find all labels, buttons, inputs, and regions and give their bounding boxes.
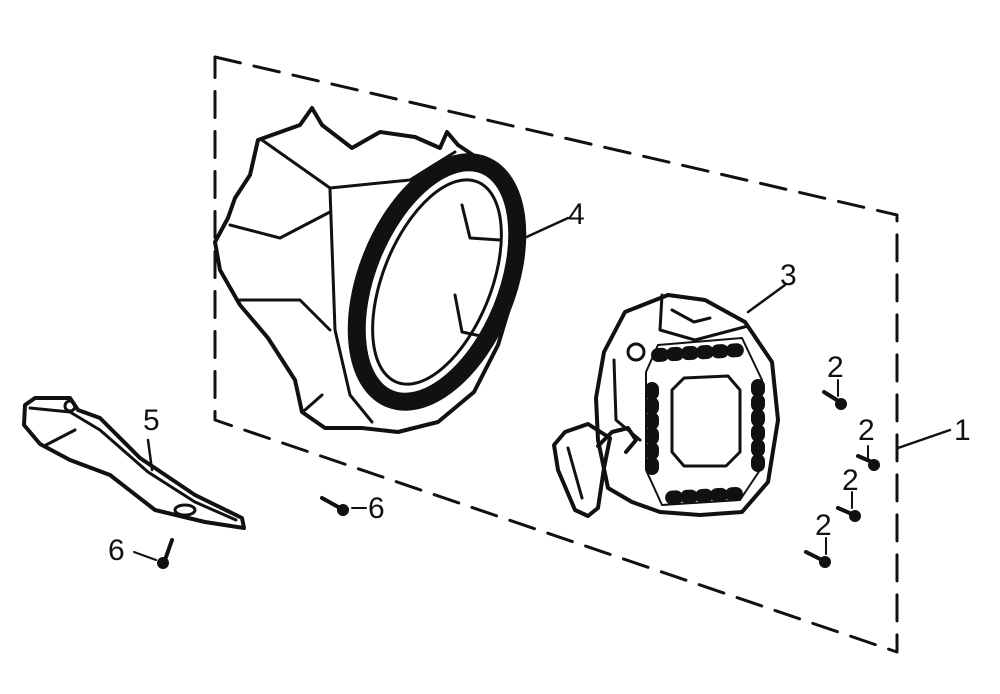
callout-2a: 2 — [827, 351, 844, 384]
callout-5: 5 — [143, 404, 160, 437]
callout-2d: 2 — [815, 509, 832, 542]
part-side-plate — [22, 396, 246, 530]
callout-6b: 6 — [108, 534, 125, 567]
screw-2b — [856, 454, 880, 471]
assembly-boundary-dashed — [213, 55, 899, 654]
bolt-6a — [320, 496, 349, 516]
callout-1: 1 — [954, 414, 971, 447]
callout-4: 4 — [568, 198, 585, 231]
bolt-6b — [157, 538, 174, 569]
screw-2c — [836, 506, 861, 522]
callout-2c: 2 — [842, 464, 859, 497]
part-recoil-starter — [552, 293, 780, 518]
callout-3: 3 — [780, 259, 797, 292]
callout-2b: 2 — [858, 414, 875, 447]
leader-lines — [133, 216, 952, 561]
screw-2d — [804, 550, 831, 568]
callout-6a: 6 — [368, 492, 385, 525]
screw-2a — [822, 390, 847, 410]
part-fan-cover — [213, 106, 527, 434]
